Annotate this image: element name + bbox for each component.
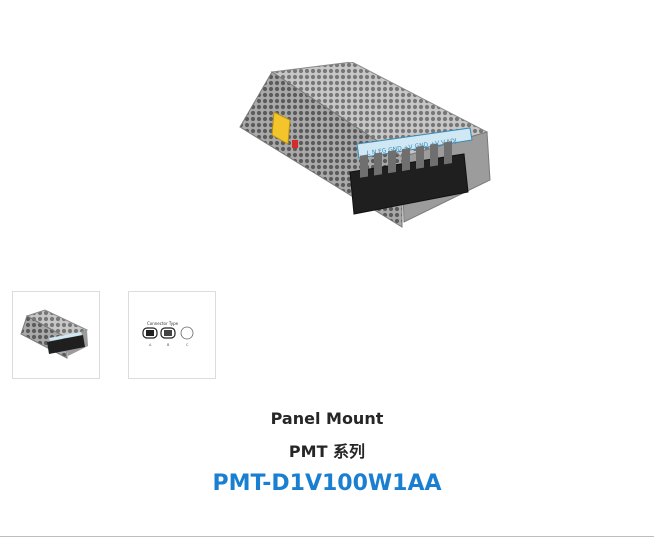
product-series: PMT 系列 bbox=[288, 442, 366, 461]
connector-label-a: A bbox=[149, 343, 152, 347]
connector-label-c: C bbox=[186, 343, 189, 347]
main-product-image: L N FG GND +V GND +V V.ADJ bbox=[232, 61, 502, 242]
product-category: Panel Mount bbox=[270, 409, 384, 428]
thumbnail-product[interactable] bbox=[12, 291, 100, 379]
connector-type-caption: Connector Type bbox=[147, 321, 179, 326]
product-model: PMT-D1V100W1AA bbox=[212, 471, 442, 496]
thumbnail-connector-type[interactable]: Connector Type A B C bbox=[128, 291, 216, 379]
connector-label-b: B bbox=[167, 343, 170, 347]
divider bbox=[0, 536, 654, 537]
